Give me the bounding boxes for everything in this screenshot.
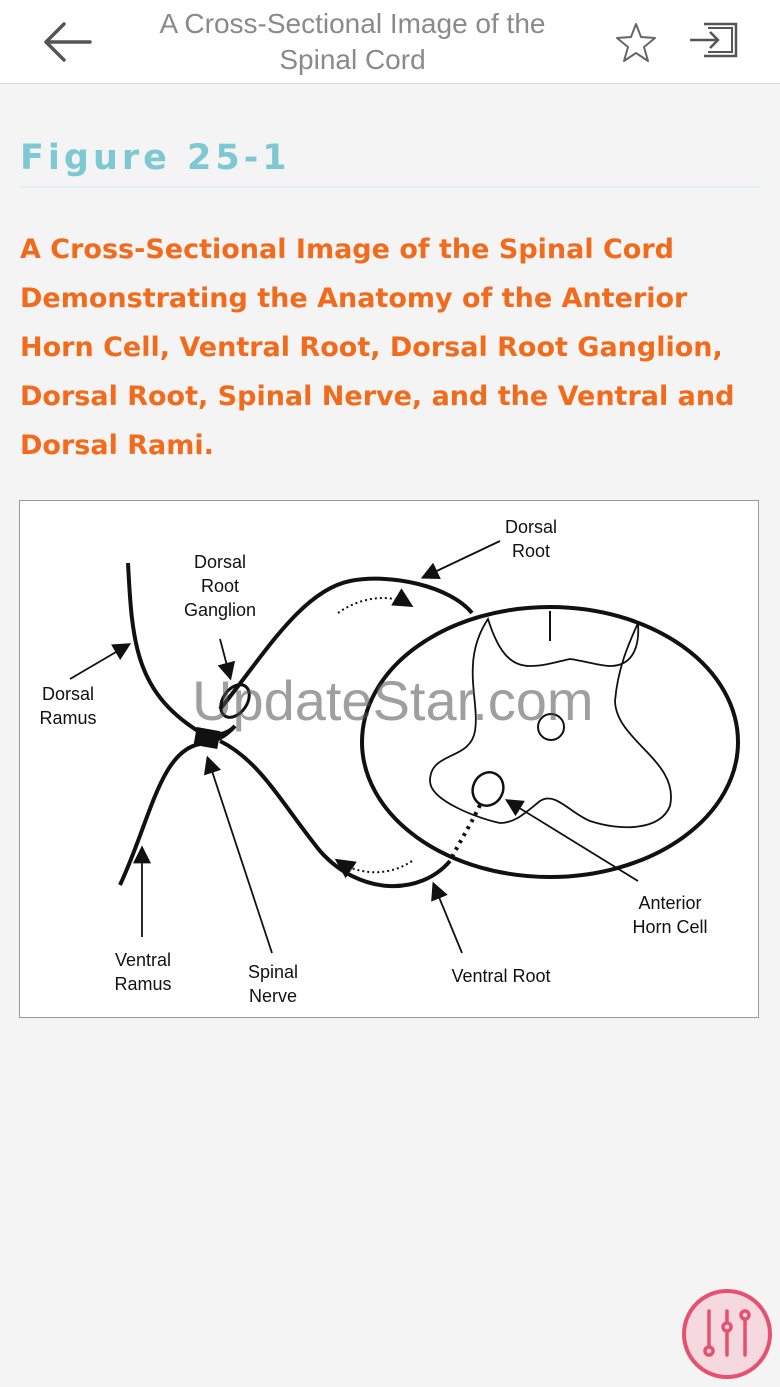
figure-label: Figure 25-1 <box>20 138 291 178</box>
label-spinal-nerve: Spinal <box>248 962 298 982</box>
efferent-arrow <box>334 858 413 879</box>
top-bar: A Cross-Sectional Image of the Spinal Co… <box>0 0 780 84</box>
figure-caption: A Cross-Sectional Image of the Spinal Co… <box>20 234 735 461</box>
svg-text:Ramus: Ramus <box>39 708 96 728</box>
afferent-arrow <box>337 588 414 614</box>
spinal-cord-diagram: Dorsal Root Dorsal Root Ganglion Dorsal … <box>39 517 740 1006</box>
label-ventral-ramus: Ventral <box>115 950 171 970</box>
star-outline-icon <box>616 23 656 62</box>
ventral-root-nerve <box>219 739 452 889</box>
divider <box>20 186 760 188</box>
dorsal-ramus-nerve <box>126 562 200 733</box>
label-ventral-root: Ventral Root <box>451 966 550 986</box>
export-icon <box>690 22 738 58</box>
svg-text:Horn Cell: Horn Cell <box>632 917 707 937</box>
label-dorsal-ramus: Dorsal <box>42 684 94 704</box>
ventral-ramus-nerve <box>118 742 201 886</box>
central-canal <box>537 713 565 741</box>
svg-text:Root: Root <box>201 576 239 596</box>
settings-fab-button[interactable] <box>682 1289 772 1379</box>
axon-dotted <box>448 804 482 862</box>
svg-text:Ganglion: Ganglion <box>184 600 256 620</box>
dorsal-root-nerve <box>218 576 474 711</box>
anterior-horn-cell <box>471 771 505 807</box>
export-button[interactable] <box>686 20 742 64</box>
label-dorsal-root: Dorsal <box>505 517 557 537</box>
arrow-left-icon <box>44 22 92 62</box>
svg-text:Root: Root <box>512 541 550 561</box>
page-title: A Cross-Sectional Image of the Spinal Co… <box>159 8 546 75</box>
figure-image: Dorsal Root Dorsal Root Ganglion Dorsal … <box>19 500 759 1018</box>
back-button[interactable] <box>38 16 100 68</box>
sliders-icon <box>703 1309 751 1357</box>
gray-matter <box>429 616 672 829</box>
label-anterior-horn-cell: Anterior <box>638 893 701 913</box>
bookmark-button[interactable] <box>612 20 660 66</box>
label-drg: Dorsal <box>194 552 246 572</box>
svg-text:Ramus: Ramus <box>114 974 171 994</box>
svg-text:Nerve: Nerve <box>249 986 297 1006</box>
dorsal-root-ganglion <box>219 683 251 719</box>
spinal-cord-outline <box>360 605 740 879</box>
